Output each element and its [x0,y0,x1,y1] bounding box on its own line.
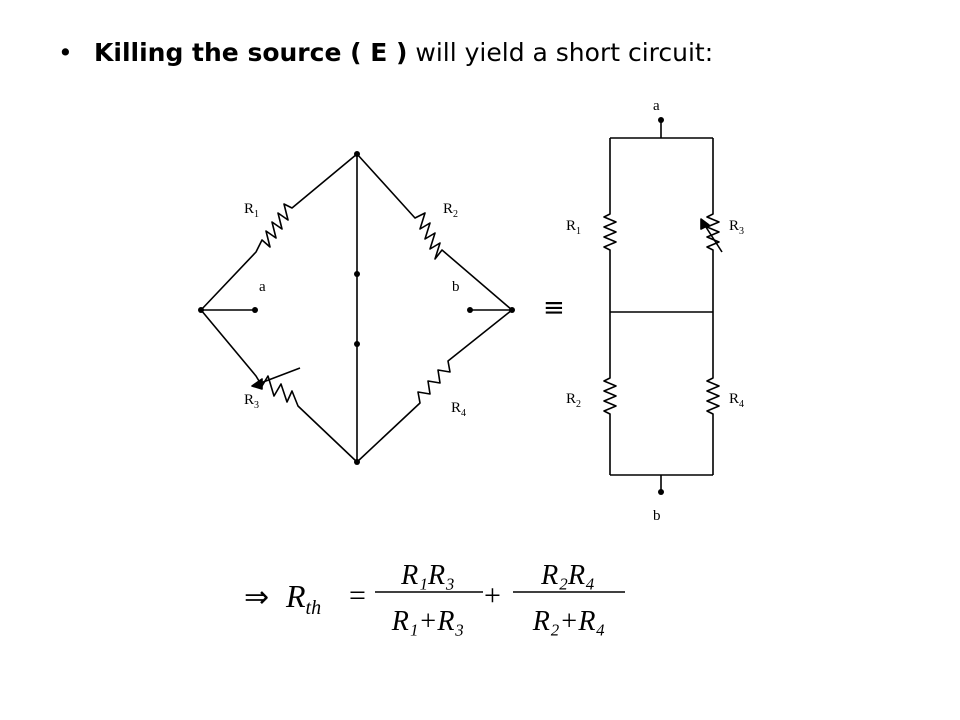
bullet-text: • Killing the source ( E ) will yield a s… [58,38,713,67]
equiv-labels: a b R1 R3 R2 R4 [566,98,744,524]
equiv-r3-arrow-head [700,218,710,230]
formula-numerator-1: R₁R₃ [400,560,455,591]
equiv-terminal-a-dot [658,117,664,123]
terminal-b-dot [467,307,473,313]
bridge-label-r1: R1 [244,201,259,220]
equiv-terminal-b-dot [658,489,664,495]
formula-lhs: Rth [285,578,321,619]
formula-denominator-1: R₁+R₃ [391,606,465,637]
bridge-label-b: b [452,279,460,295]
bridge-node-mid-upper [354,271,360,277]
bridge-node-right [509,307,515,313]
formula-implies: ⇒ [244,581,269,614]
bridge-r1-branch [200,153,358,311]
bridge-labels: R1 R2 R3 R4 a b [244,201,466,419]
bridge-nodes [198,151,515,465]
bridge-node-mid-lower [354,341,360,347]
equiv-right-branch [706,138,720,475]
bridge-label-r4: R4 [451,400,466,419]
bridge-r4-branch [356,309,513,463]
equiv-label-r4: R4 [729,391,744,410]
rth-formula: ⇒ Rth = R₁R₃ R₁+R₃ + R₂R₄ R₂+R₄ [244,560,625,637]
bridge-label-r3: R3 [244,392,259,411]
bullet-bold-text: Killing the source ( E ) [94,38,408,67]
bridge-node-top [354,151,360,157]
equiv-nodes [658,117,664,495]
formula-plus: + [484,579,501,612]
bullet-symbol: • [58,38,73,67]
equiv-label-b: b [653,508,661,524]
equiv-label-r2: R2 [566,391,581,410]
equiv-label-a: a [653,98,660,114]
equivalent-circuit [603,120,723,492]
formula-denominator-2: R₂+R₄ [532,606,606,637]
bridge-node-left [198,307,204,313]
bridge-node-bottom [354,459,360,465]
equiv-r3-arrow-line [703,223,723,253]
formula-numerator-2: R₂R₄ [540,560,595,591]
equiv-label-r3: R3 [729,218,744,237]
r3-arrow-line [257,367,301,385]
terminal-a-dot [252,307,258,313]
bridge-r3-branch [200,309,358,463]
bullet-rest-text: will yield a short circuit: [407,38,714,67]
bridge-circuit [200,153,513,463]
r3-arrow-head [251,378,263,390]
formula-equals: = [349,579,366,612]
bridge-label-a: a [259,279,266,295]
equiv-left-branch [603,138,617,475]
equivalence-symbol: ≡ [543,293,565,323]
bridge-r2-branch [356,153,513,311]
equiv-label-r1: R1 [566,218,581,237]
bridge-label-r2: R2 [443,201,458,220]
